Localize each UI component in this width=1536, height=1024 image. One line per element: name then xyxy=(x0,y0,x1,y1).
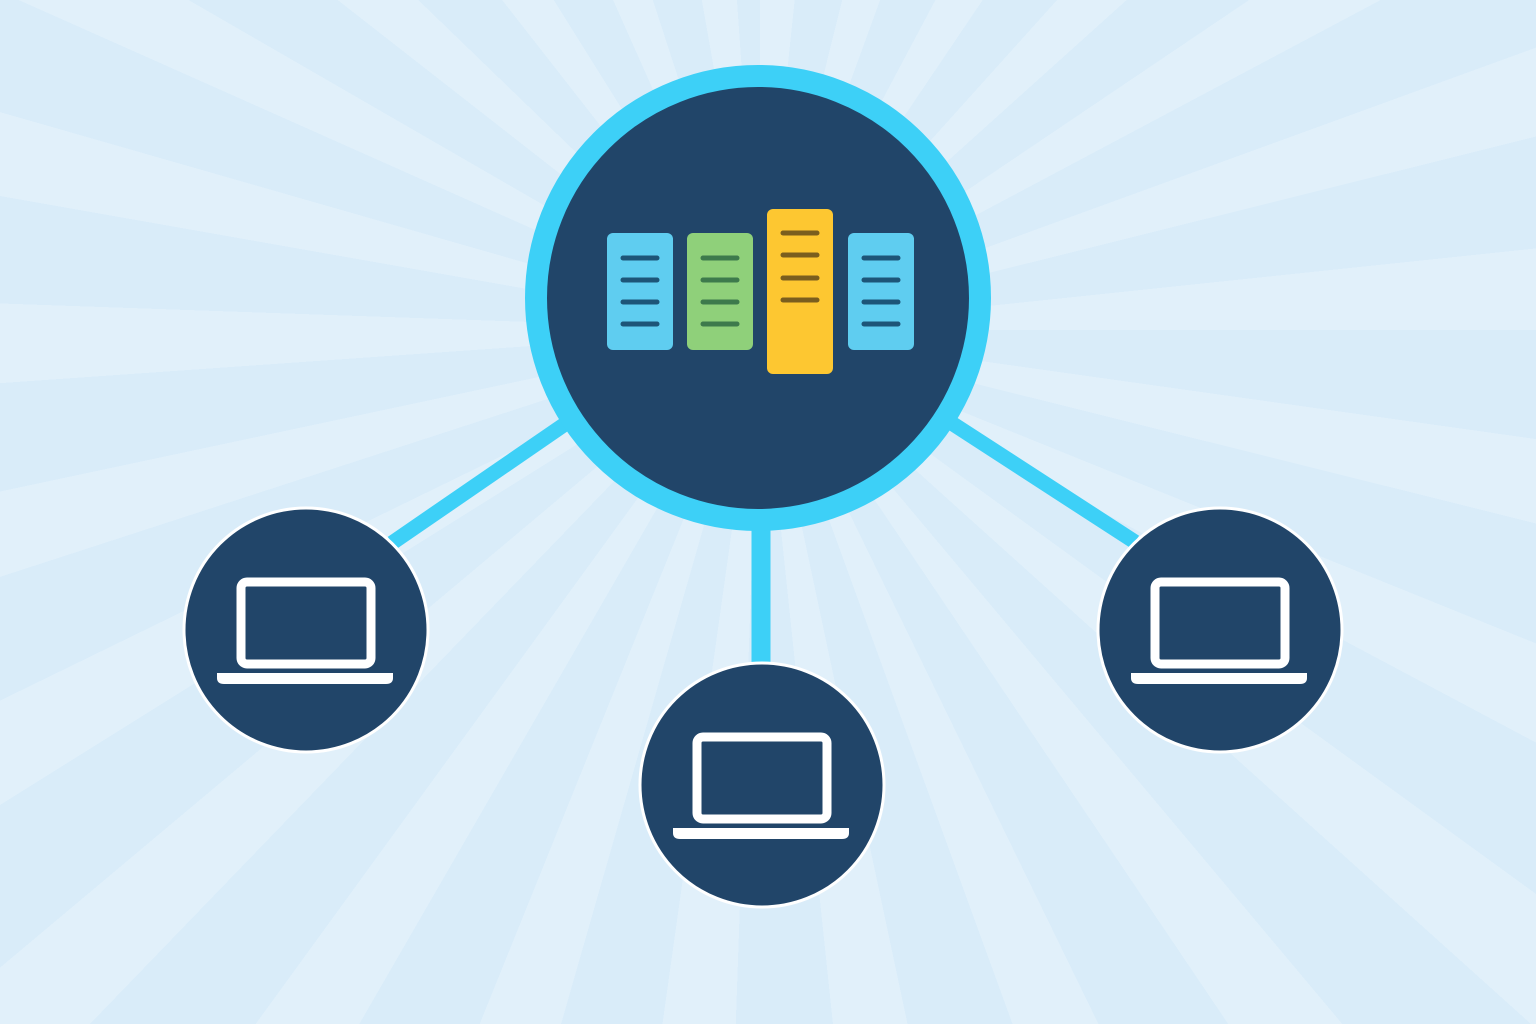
server-icon xyxy=(607,233,673,350)
connector-left xyxy=(387,415,573,550)
laptop-icon xyxy=(1131,577,1307,684)
server-rack-icon xyxy=(607,209,914,374)
connector-right xyxy=(945,415,1140,549)
server-icon xyxy=(687,233,753,350)
server-hub-node xyxy=(525,65,991,531)
client-node xyxy=(1096,506,1344,754)
server-icon xyxy=(767,209,833,374)
server-icon xyxy=(848,233,914,350)
client-node xyxy=(638,661,886,909)
laptop-icon xyxy=(217,577,393,684)
laptop-icon xyxy=(673,732,849,839)
client-node xyxy=(182,506,430,754)
